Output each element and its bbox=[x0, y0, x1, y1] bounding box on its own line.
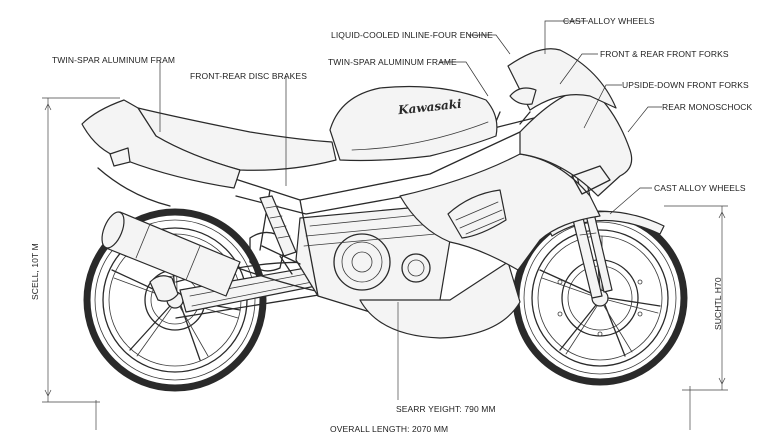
callout-upside-down-forks: UPSIDE-DOWN FRONT FORKS bbox=[622, 80, 749, 90]
callout-rear-monoshock: REAR MONOSCHOCK bbox=[662, 102, 753, 112]
callout-front-forks: FRONT & REAR FRONT FORKS bbox=[600, 49, 729, 59]
rear-shock bbox=[259, 195, 297, 257]
callout-cast-alloy-wheels: CAST ALLOY WHEELS bbox=[563, 16, 655, 26]
footpeg bbox=[261, 245, 301, 275]
mirror bbox=[509, 87, 537, 105]
callout-engine: LIQUID-COOLED INLINE-FOUR ENGINE bbox=[331, 30, 493, 40]
dimension-lines bbox=[42, 97, 728, 430]
belly-pan bbox=[359, 261, 521, 339]
tail-light bbox=[109, 147, 131, 167]
frame bbox=[225, 131, 521, 297]
callout-leaders bbox=[159, 20, 662, 215]
dimension-right-height: SUCHTL H70 bbox=[713, 277, 723, 330]
dimension-overall-length: OVERALL LENGTH: 2070 MM bbox=[330, 424, 449, 434]
callout-twin-spar-frame: TWIN-SPAR ALUMINUM FRAME bbox=[328, 57, 457, 67]
fuel-tank bbox=[329, 85, 498, 162]
fairing-vent bbox=[447, 189, 507, 239]
callout-disc-brakes: FRONT-REAR DISC BRAKES bbox=[190, 71, 307, 81]
headlight bbox=[571, 165, 611, 195]
dimension-seat-height: SEARR YEIGHT: 790 MM bbox=[396, 404, 496, 414]
callout-twin-spar-frame-left: TWIN-SPAR ALUMINUM FRAM bbox=[52, 55, 176, 65]
callout-cast-alloy-wheels-mid: CAST ALLOY WHEELS bbox=[654, 183, 746, 193]
rear-hugger bbox=[97, 167, 171, 207]
rear-caliper bbox=[149, 275, 179, 302]
dimension-left-height: SCELL, 10T M bbox=[30, 243, 40, 300]
exhaust bbox=[101, 211, 361, 301]
